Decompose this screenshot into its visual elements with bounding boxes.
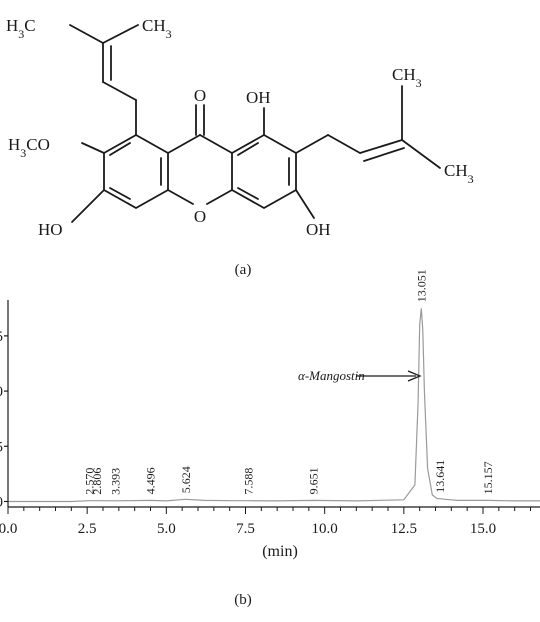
peak-label: 2.806 [90, 468, 104, 495]
right-ring [231, 133, 297, 210]
y-tick-label: 5 [0, 439, 3, 455]
x-tick-label: 10.0 [312, 521, 338, 537]
x-tick-marks [7, 507, 531, 514]
bond [167, 134, 201, 154]
label-carbonyl-o: O [194, 86, 206, 105]
peak-label: 2.570 [82, 468, 96, 495]
label-methoxy: H3CO [8, 135, 50, 160]
chromatogram-trace [8, 308, 540, 503]
bond-oh [71, 189, 105, 223]
label-oh: OH [246, 88, 271, 107]
arrow-head [407, 370, 422, 382]
x-tick-labels: 0.0 2.5 5.0 7.5 10.0 12.5 15.0 [0, 521, 496, 537]
x-tick-label: 2.5 [78, 521, 97, 537]
x-axis-title: (min) [262, 543, 298, 560]
y-tick-label: 0 [0, 494, 3, 510]
left-ring [103, 133, 169, 210]
y-tick-labels: 0 5 0 5 [0, 329, 8, 510]
bond-double [363, 147, 405, 162]
label-ch3: CH3 [392, 65, 422, 90]
bond-double [237, 187, 259, 200]
peak-label: 5.624 [179, 466, 193, 493]
bond [359, 139, 403, 154]
x-tick-label: 12.5 [391, 521, 417, 537]
label-ch3: CH3 [444, 161, 474, 186]
y-tick-label: 0 [0, 384, 3, 400]
peak-label: 7.588 [241, 468, 255, 495]
label-ch3: CH3 [142, 16, 172, 41]
peak-label: 13.641 [433, 460, 447, 493]
bond [401, 139, 441, 169]
x-tick-label: 15.0 [470, 521, 496, 537]
x-tick-label: 5.0 [157, 521, 176, 537]
bond-double [109, 142, 131, 156]
x-tick-label: 0.0 [0, 521, 17, 537]
peak-label: 4.496 [143, 467, 157, 494]
bond-oh [295, 189, 315, 219]
bond [69, 24, 104, 44]
bond [199, 134, 233, 154]
bond [102, 24, 139, 44]
label-ring-o: O [194, 207, 206, 226]
alpha-mangostin-structure [69, 24, 441, 223]
peak-label: 3.393 [108, 468, 122, 495]
label-oh: HO [38, 220, 63, 239]
structure-labels: H3C CH3 CH3 CH3 H3CO O O OH HO OH [6, 16, 474, 239]
peak-label: 13.051 [414, 269, 428, 302]
alpha-mangostin-annotation: α-Mangostin [298, 368, 422, 383]
bond [327, 134, 361, 154]
label-oh: OH [306, 220, 331, 239]
bond [102, 81, 137, 101]
bond [167, 189, 194, 205]
bond-double [109, 187, 131, 200]
bond-methoxy [81, 142, 105, 154]
annotation-label: α-Mangostin [298, 368, 365, 383]
bond [295, 134, 329, 154]
y-tick-label: 5 [0, 329, 3, 345]
bond [206, 189, 233, 205]
bond-double [237, 142, 259, 156]
x-tick-label: 7.5 [236, 521, 255, 537]
caption-b: (b) [234, 592, 252, 608]
caption-a: (a) [235, 262, 252, 278]
peak-label: 15.157 [481, 461, 495, 494]
chromatogram: 0 5 0 5 0.0 2.5 5.0 7.5 10.0 12.5 15.0 2.5702.806… [0, 269, 540, 537]
peak-label: 9.651 [307, 467, 321, 494]
label-ch3: H3C [6, 16, 36, 41]
